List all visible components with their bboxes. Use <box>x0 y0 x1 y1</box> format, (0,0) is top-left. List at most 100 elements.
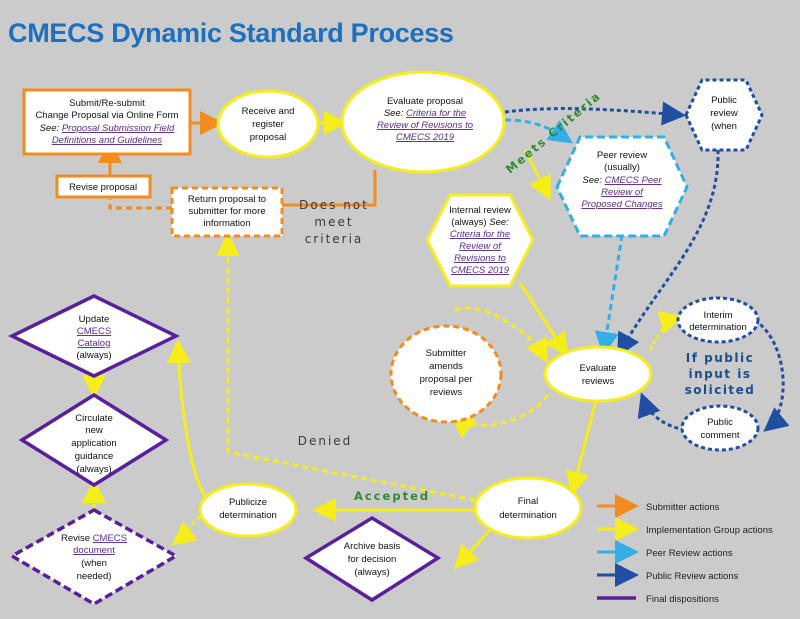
public-review-line-3: (when <box>711 121 737 132</box>
legend-peer: Peer Review actions <box>646 548 733 559</box>
node-receive-register[interactable]: Receive and register proposal <box>216 89 320 159</box>
circulate-line-2: new <box>85 425 103 436</box>
connectors <box>82 101 790 570</box>
arrow-comment-to-evaluate <box>637 392 686 432</box>
internal-link-3[interactable]: Revisions to <box>454 253 506 264</box>
legend: Submitter actions Implementation Group a… <box>597 494 773 605</box>
amends-line-4: reviews <box>430 387 462 398</box>
evaluate-line-1: Evaluate proposal <box>387 96 463 107</box>
label-criteria: criteria <box>305 232 364 246</box>
public-review-line-1: Public <box>711 95 737 106</box>
node-submitter-amends[interactable]: Submitter amends proposal per reviews <box>389 324 503 424</box>
revise-doc-line-2: (when <box>81 558 107 569</box>
update-link-2[interactable]: Catalog <box>78 338 111 349</box>
submit-line-2: Change Proposal via Online Form <box>35 110 178 121</box>
receive-line-2: register <box>252 119 284 130</box>
peer-link-2[interactable]: Review of <box>601 187 644 198</box>
return-line-2: submitter for more <box>188 206 265 217</box>
legend-public: Public Review actions <box>646 571 739 582</box>
node-circulate-guidance[interactable]: Circulate new application guidance (alwa… <box>18 392 170 488</box>
revise-doc-link-2[interactable]: document <box>73 545 115 556</box>
arrow-to-public-review <box>504 101 686 126</box>
amends-line-1: Submitter <box>426 348 467 359</box>
public-comment-line-2: comment <box>700 430 739 441</box>
arrow-evaluate-to-amends <box>450 394 550 439</box>
public-review-line-2: review <box>710 108 738 119</box>
arrow-return-to-revise <box>108 199 172 210</box>
receive-line-3: proposal <box>250 132 286 143</box>
revise-proposal-label: Revise proposal <box>69 182 137 193</box>
node-final-determination[interactable]: Final determination <box>473 476 583 540</box>
page-title: CMECS Dynamic Standard Process <box>8 18 454 48</box>
node-return-proposal[interactable]: Return proposal to submitter for more in… <box>170 186 284 238</box>
internal-link-2[interactable]: Review of <box>459 241 502 252</box>
arrow-interim-to-comment <box>754 318 790 432</box>
internal-link-1[interactable]: Criteria for the <box>450 229 510 240</box>
node-update-catalog[interactable]: Update CMECS Catalog (always) <box>8 294 180 378</box>
node-submit-proposal[interactable]: Submit/Re-submit Change Proposal via Onl… <box>22 88 192 156</box>
archive-line-2: for decision <box>348 554 397 565</box>
label-meet: meet <box>314 215 353 229</box>
internal-line-2: (always) See: <box>451 217 509 228</box>
node-internal-review[interactable]: Internal review (always) See: Criteria f… <box>425 193 535 288</box>
submit-line-1: Submit/Re-submit <box>69 98 145 109</box>
arrow-does-not-meet <box>256 170 377 217</box>
arrow-public-to-evaluate <box>617 149 720 358</box>
interim-line-2: determination <box>689 322 747 333</box>
update-line-1: Update <box>79 314 110 325</box>
eval-reviews-line-1: Evaluate <box>580 363 617 374</box>
interim-line-1: Interim <box>703 310 732 321</box>
final-line-1: Final <box>518 496 539 507</box>
arrow-denied <box>216 232 476 502</box>
archive-line-3: (always) <box>354 567 389 578</box>
archive-line-1: Archive basis <box>344 541 401 552</box>
internal-link-4[interactable]: CMECS 2019 <box>451 265 510 276</box>
node-peer-review[interactable]: Peer review (usually) See: CMECS Peer Re… <box>555 135 689 238</box>
arrow-to-peer-review <box>504 118 573 144</box>
submit-link-2[interactable]: Definitions and Guidelines <box>52 135 163 146</box>
submit-line-3: See: Proposal Submission Field <box>40 123 175 134</box>
update-link-1[interactable]: CMECS <box>77 326 111 337</box>
node-public-review[interactable]: Public review (when <box>684 78 764 152</box>
legend-final: Final dispositions <box>646 594 719 605</box>
amends-line-3: proposal per <box>420 374 473 385</box>
peer-line-2: (usually) <box>604 162 640 173</box>
final-line-2: determination <box>499 510 557 521</box>
peer-line-1: Peer review <box>597 150 647 161</box>
node-evaluate-proposal[interactable]: Evaluate proposal See: Criteria for the … <box>340 70 506 174</box>
arrow-evaluate-to-interim <box>648 310 684 351</box>
revise-doc-line-1: Revise CMECS <box>61 533 127 544</box>
node-revise-document[interactable]: Revise CMECS document (when needed) <box>8 507 180 607</box>
publicize-line-2: determination <box>219 510 277 521</box>
peer-link-3[interactable]: Proposed Changes <box>581 199 663 210</box>
amends-line-2: amends <box>429 361 463 372</box>
label-denied: Denied <box>298 434 353 448</box>
circulate-line-5: (always) <box>76 464 111 475</box>
label-if-public-2: input is <box>689 367 752 381</box>
arrow-final-to-archive <box>453 528 492 570</box>
internal-line-1: Internal review <box>449 205 511 216</box>
peer-line-3: See: CMECS Peer <box>582 175 662 186</box>
label-if-public-1: If public <box>686 351 754 365</box>
receive-line-1: Receive and <box>242 106 295 117</box>
circulate-line-4: guidance <box>75 451 114 462</box>
arrow-evaluate-to-final <box>565 399 598 496</box>
legend-submitter: Submitter actions <box>646 502 720 513</box>
update-line-2: (always) <box>76 350 111 361</box>
evaluate-line-2: See: Criteria for the <box>384 108 466 119</box>
node-evaluate-reviews[interactable]: Evaluate reviews <box>543 345 653 403</box>
evaluate-link-3[interactable]: CMECS 2019 <box>396 132 455 143</box>
node-publicize-determination[interactable]: Publicize determination <box>198 482 298 538</box>
circulate-line-1: Circulate <box>75 413 113 424</box>
node-revise-proposal[interactable]: Revise proposal <box>55 174 152 199</box>
node-interim-determination[interactable]: Interim determination <box>676 296 760 344</box>
node-public-comment[interactable]: Public comment <box>680 404 760 452</box>
node-archive-basis[interactable]: Archive basis for decision (always) <box>302 515 442 603</box>
arrow-publicize-to-update <box>166 339 210 502</box>
return-line-3: information <box>204 218 251 229</box>
evaluate-link-2[interactable]: Review of Revisions to <box>377 120 473 131</box>
revise-doc-line-3: needed) <box>77 571 112 582</box>
label-accepted: Accepted <box>354 489 430 503</box>
